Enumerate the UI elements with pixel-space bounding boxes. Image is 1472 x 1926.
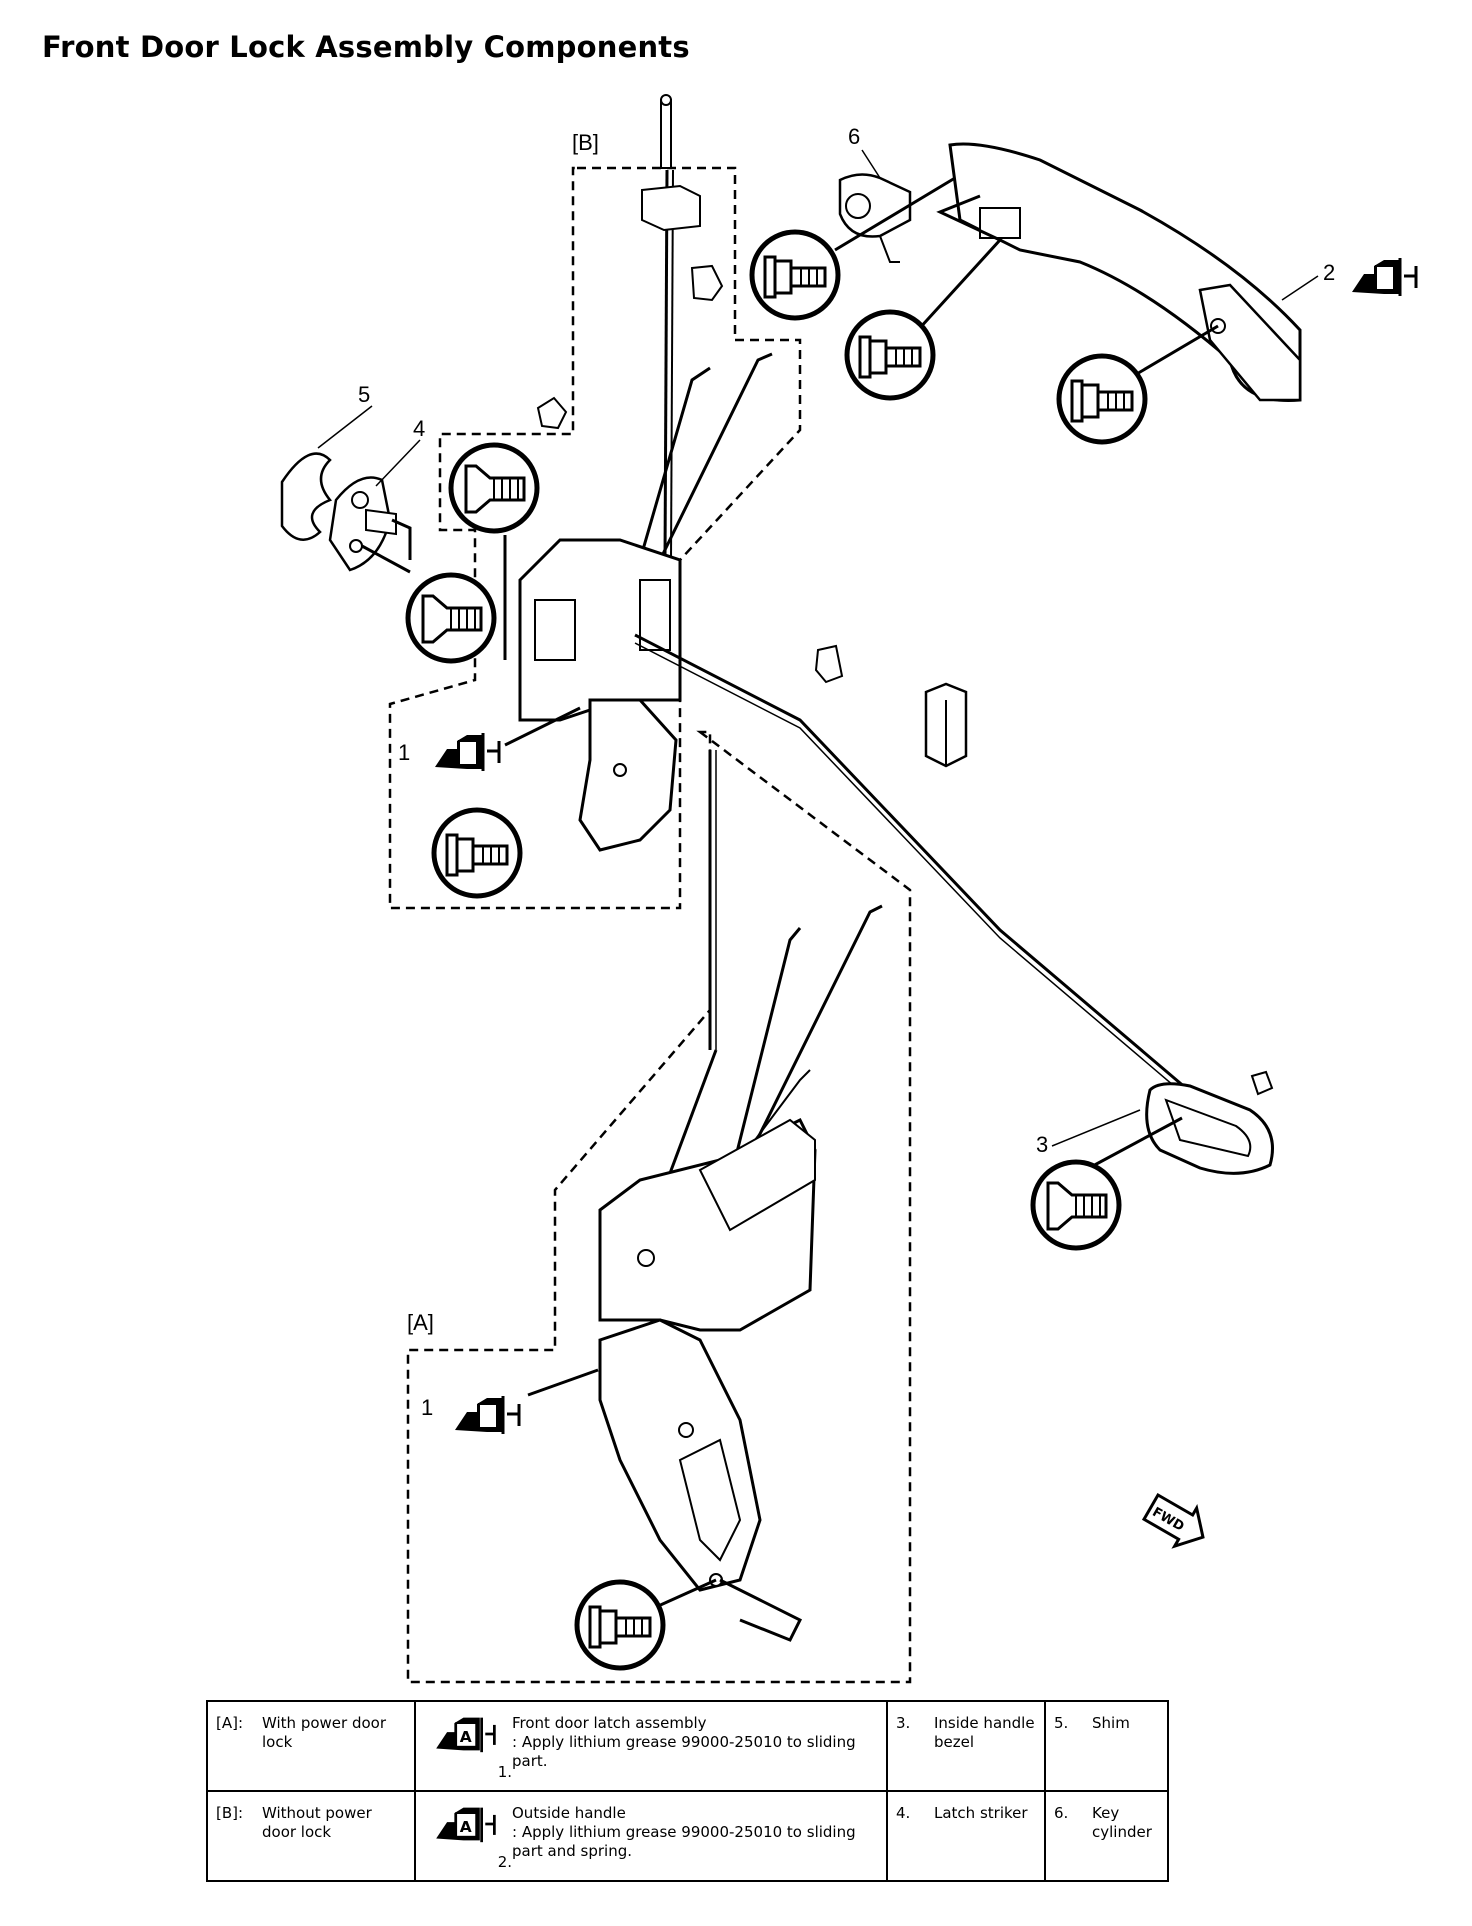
legend-variant-cell: [B]: Without power door lock xyxy=(206,1790,416,1882)
legend-part-name: Front door latch assembly xyxy=(512,1714,707,1732)
exploded-diagram: FWD [B] [A] 1 1 2 3 4 5 6 xyxy=(280,94,1418,1684)
bolt-icon xyxy=(847,312,933,398)
grease-a-icon: A xyxy=(436,1717,496,1753)
legend-item-name: Shim xyxy=(1092,1714,1130,1732)
flat-screw-icon xyxy=(408,575,494,661)
callout-4: 4 xyxy=(413,416,425,441)
legend-key: [A]: xyxy=(216,1714,244,1732)
callout-1-upper: 1 xyxy=(398,740,410,765)
legend-part-cell: A 2. Outside handle : Apply lithium grea… xyxy=(414,1790,888,1882)
legend-item-cell: 4. Latch striker xyxy=(886,1790,1046,1882)
legend-row: [B]: Without power door lock A 2. xyxy=(206,1790,1169,1882)
legend-part-note: : Apply lithium grease 99000-25010 to sl… xyxy=(512,1733,856,1770)
callout-3: 3 xyxy=(1036,1132,1048,1157)
legend-item-num: 5. xyxy=(1054,1714,1069,1732)
group-label-a: [A] xyxy=(407,1310,434,1335)
legend-item-name: Key cylinder xyxy=(1092,1804,1152,1841)
flat-screw-icon xyxy=(451,445,537,531)
bolt-icon xyxy=(434,810,520,896)
callout-5: 5 xyxy=(358,382,370,407)
legend-item-num: 3. xyxy=(896,1714,911,1732)
callout-1-lower: 1 xyxy=(421,1395,433,1420)
flat-screw-icon xyxy=(1033,1162,1119,1248)
legend-variant: With power door lock xyxy=(262,1714,386,1751)
legend-icon-num: 2. xyxy=(497,1853,512,1871)
legend-part-note: : Apply lithium grease 99000-25010 to sl… xyxy=(512,1823,856,1860)
fwd-arrow-icon: FWD xyxy=(1141,1492,1205,1549)
legend-variant-cell: [A]: With power door lock xyxy=(206,1700,416,1792)
page-title: Front Door Lock Assembly Components xyxy=(42,30,690,64)
grease-icon xyxy=(453,1394,521,1436)
legend-icon-num: 1. xyxy=(497,1763,512,1781)
legend-item-name: Latch striker xyxy=(934,1804,1028,1822)
bolt-icon xyxy=(577,1582,663,1668)
grease-icon xyxy=(433,731,501,773)
group-label-b: [B] xyxy=(572,130,599,155)
legend-variant: Without power door lock xyxy=(262,1804,372,1841)
callout-6: 6 xyxy=(848,124,860,149)
legend-table: [A]: With power door lock A 1. xyxy=(206,1700,1169,1882)
legend-item-num: 6. xyxy=(1054,1804,1069,1822)
legend-part-name: Outside handle xyxy=(512,1804,626,1822)
legend-part-cell: A 1. Front door latch assembly : Apply l… xyxy=(414,1700,888,1792)
legend-item-name: Inside handle bezel xyxy=(934,1714,1035,1751)
grease-icon xyxy=(1350,256,1418,298)
legend-item-cell: 3. Inside handle bezel xyxy=(886,1700,1046,1792)
svg-text:A: A xyxy=(460,1818,472,1836)
legend-row: [A]: With power door lock A 1. xyxy=(206,1700,1169,1792)
grease-a-icon: A xyxy=(436,1807,496,1843)
callout-2: 2 xyxy=(1323,260,1335,285)
legend-key: [B]: xyxy=(216,1804,244,1822)
svg-text:A: A xyxy=(460,1728,472,1746)
bolt-icon xyxy=(1059,356,1145,442)
bolt-icon xyxy=(752,232,838,318)
legend-item-cell: 5. Shim xyxy=(1044,1700,1169,1792)
legend-item-cell: 6. Key cylinder xyxy=(1044,1790,1169,1882)
legend-item-num: 4. xyxy=(896,1804,911,1822)
